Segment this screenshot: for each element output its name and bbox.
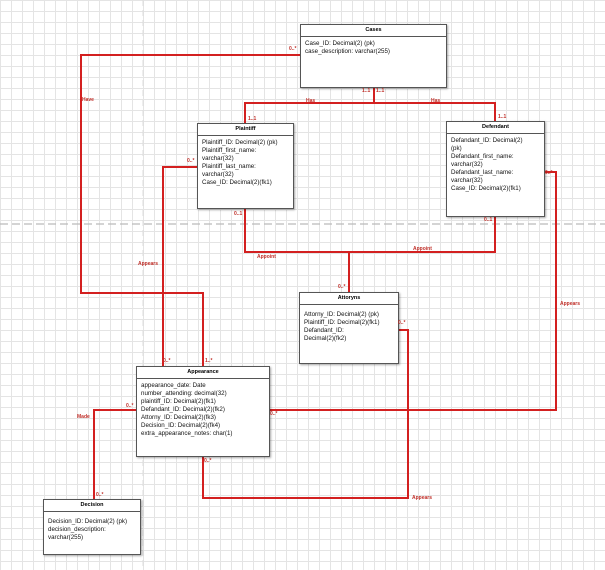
connector-cases-appearance: [80, 54, 300, 366]
attribute: Decimal(2)(fk2): [304, 335, 347, 342]
entity-title: Cases: [301, 25, 446, 37]
entity-title: Attoryns: [300, 293, 398, 305]
entity-attributes: appearance_date: Date number_attending: …: [137, 379, 269, 440]
relationship-label-appoint-plaintiff: Appoint: [257, 254, 276, 260]
entity-decision[interactable]: Decision Decision_ID: Decimal(2) (pk) de…: [43, 499, 141, 555]
attribute: extra_appearance_notes: char(1): [141, 430, 233, 437]
entity-appearance[interactable]: Appearance appearance_date: Date number_…: [136, 366, 270, 457]
cardinality-label: 0..*: [398, 320, 406, 326]
entity-title: Appearance: [137, 367, 269, 379]
attribute: varchar(32): [451, 177, 483, 184]
entity-attributes: Case_ID: Decimal(2) (pk) case_descriptio…: [301, 37, 446, 58]
cardinality-label: 0..*: [96, 492, 104, 498]
cardinality-label: 0..*: [163, 358, 171, 364]
cardinality-label: 1..1: [376, 88, 385, 94]
cardinality-label: 1..*: [205, 358, 213, 364]
attribute: Plaintiff_last_name:: [202, 163, 256, 170]
attribute: Case_ID: Decimal(2) (pk): [305, 40, 375, 47]
attribute: plaintiff_ID: Decimal(2)(fk1): [141, 398, 216, 405]
relationship-label-appoint-defendant: Appoint: [413, 246, 432, 252]
attribute: Plaintiff_first_name:: [202, 147, 257, 154]
attribute: varchar(32): [202, 155, 234, 162]
entity-title: Defendant: [447, 122, 544, 134]
entity-attributes: Attorny_ID: Decimal(2) (pk) Plaintiff_ID…: [300, 305, 398, 345]
attribute: Defandant_last_name:: [451, 169, 514, 176]
entity-attributes: Decision_ID: Decimal(2) (pk) decision_de…: [44, 512, 140, 544]
cardinality-label: 1..1: [498, 114, 507, 120]
relationship-label-appears-defendant: Appears: [560, 301, 581, 307]
attribute: varchar(255): [48, 534, 84, 541]
attribute: Decision_ID: Decimal(2) (pk): [48, 518, 128, 525]
cardinality-label: 0..*: [338, 284, 346, 290]
connector-cases-plaintiff-defendant: [244, 88, 496, 123]
cardinality-label: 1..1: [248, 116, 257, 122]
attribute: number_attending: decimal(32): [141, 390, 227, 397]
attribute: Attorny_ID: Decimal(2)(fk3): [141, 414, 216, 421]
attribute: Decision_ID: Decimal(2)(fk4): [141, 422, 221, 429]
entity-attributes: Plaintiff_ID: Decimal(2) (pk) Plaintiff_…: [198, 136, 293, 189]
relationship-label-appears-attorney: Appears: [412, 495, 433, 501]
attribute: varchar(32): [202, 171, 234, 178]
relationship-label-made: Made: [77, 414, 90, 420]
connector-appearance-decision: [93, 409, 137, 499]
connector-attorneys-appearance: [202, 329, 409, 499]
relationship-label-has-defendant: Has: [431, 98, 441, 104]
connector-plaintiff-attorneys: [244, 209, 350, 292]
entity-plaintiff[interactable]: Plaintiff Plaintiff_ID: Decimal(2) (pk) …: [197, 123, 294, 209]
cardinality-label: 0..*: [289, 46, 297, 52]
cardinality-label: 0..*: [545, 170, 553, 176]
connector-plaintiff-appearance: [162, 166, 197, 366]
relationship-label-appears-plaintiff: Appears: [138, 261, 159, 267]
entity-title: Plaintiff: [198, 124, 293, 136]
attribute: Defandant_ID: Decimal(2): [451, 137, 523, 144]
attribute: appearance_date: Date: [141, 382, 206, 389]
cardinality-label: 0..*: [187, 158, 195, 164]
attribute: Defandant_ID:: [304, 327, 344, 334]
attribute: Defandant_ID: Decimal(2)(fk2): [141, 406, 225, 413]
attribute: Case_ID: Decimal(2)(fk1): [451, 185, 521, 192]
entity-attorneys[interactable]: Attoryns Attorny_ID: Decimal(2) (pk) Pla…: [299, 292, 399, 364]
attribute: (pk): [451, 145, 462, 152]
cardinality-label: 0..*: [270, 411, 278, 417]
entity-attributes: Defandant_ID: Decimal(2) (pk) Defandant_…: [447, 134, 544, 195]
cardinality-label: 1..1: [362, 88, 371, 94]
entity-cases[interactable]: Cases Case_ID: Decimal(2) (pk) case_desc…: [300, 24, 447, 88]
cardinality-label: 0..*: [204, 458, 212, 464]
connector-defendant-appearance: [270, 171, 557, 411]
entity-defendant[interactable]: Defendant Defandant_ID: Decimal(2) (pk) …: [446, 121, 545, 217]
cardinality-label: 0..1: [484, 217, 493, 223]
attribute: case_description: varchar(255): [305, 48, 390, 55]
cardinality-label: 0..1: [234, 211, 243, 217]
connector-defendant-attorneys: [349, 217, 496, 253]
attribute: Plaintiff_ID: Decimal(2)(fk1): [304, 319, 380, 326]
attribute: decision_description:: [48, 526, 106, 533]
attribute: Plaintiff_ID: Decimal(2) (pk): [202, 139, 278, 146]
attribute: Defandant_first_name:: [451, 153, 514, 160]
cardinality-label: 0..*: [126, 403, 134, 409]
relationship-label-has-plaintiff: Has: [306, 98, 316, 104]
entity-title: Decision: [44, 500, 140, 512]
attribute: Case_ID: Decimal(2)(fk1): [202, 179, 272, 186]
attribute: Attorny_ID: Decimal(2) (pk): [304, 311, 379, 318]
attribute: varchar(32): [451, 161, 483, 168]
relationship-label-have: Have: [82, 97, 94, 103]
